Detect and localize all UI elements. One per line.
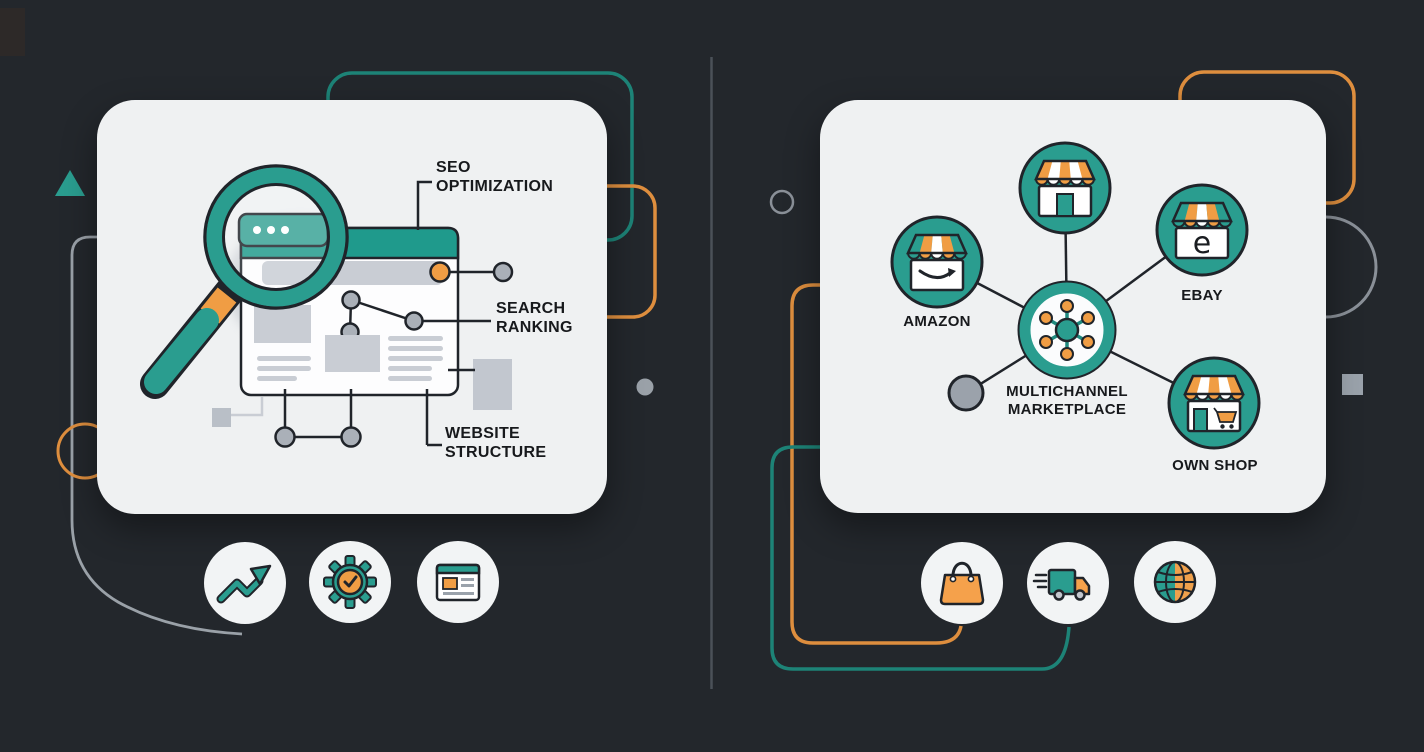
amazon-label: AMAZON: [903, 313, 971, 330]
seo-badges: [204, 541, 499, 624]
ebay-label: EBAY: [1181, 287, 1223, 304]
corner-notch: [0, 8, 25, 56]
gray-dot: [636, 378, 654, 396]
teal-triangle: [55, 170, 85, 196]
shopping-bag-icon: [921, 542, 1003, 624]
website-structure-label: WEBSITE STRUCTURE: [445, 425, 547, 461]
small-circle-outline: [769, 189, 795, 215]
gear-check-icon: [309, 541, 391, 623]
trend-up-icon: [204, 542, 286, 624]
globe-icon: [1134, 541, 1216, 623]
seo-optimization-label: SEO OPTIMIZATION: [436, 159, 554, 195]
commerce-badges: [921, 541, 1216, 624]
delivery-truck-icon: [1027, 542, 1109, 624]
multichannel-marketplace-label: MULTICHANNEL MARKETPLACE: [1006, 383, 1128, 418]
search-ranking-label: SEARCH RANKING: [496, 300, 573, 336]
webpage-icon: [417, 541, 499, 623]
own-shop-label: OWN SHOP: [1172, 457, 1258, 474]
gray-square: [1342, 374, 1363, 395]
marketplace-panel-card: [820, 100, 1326, 513]
